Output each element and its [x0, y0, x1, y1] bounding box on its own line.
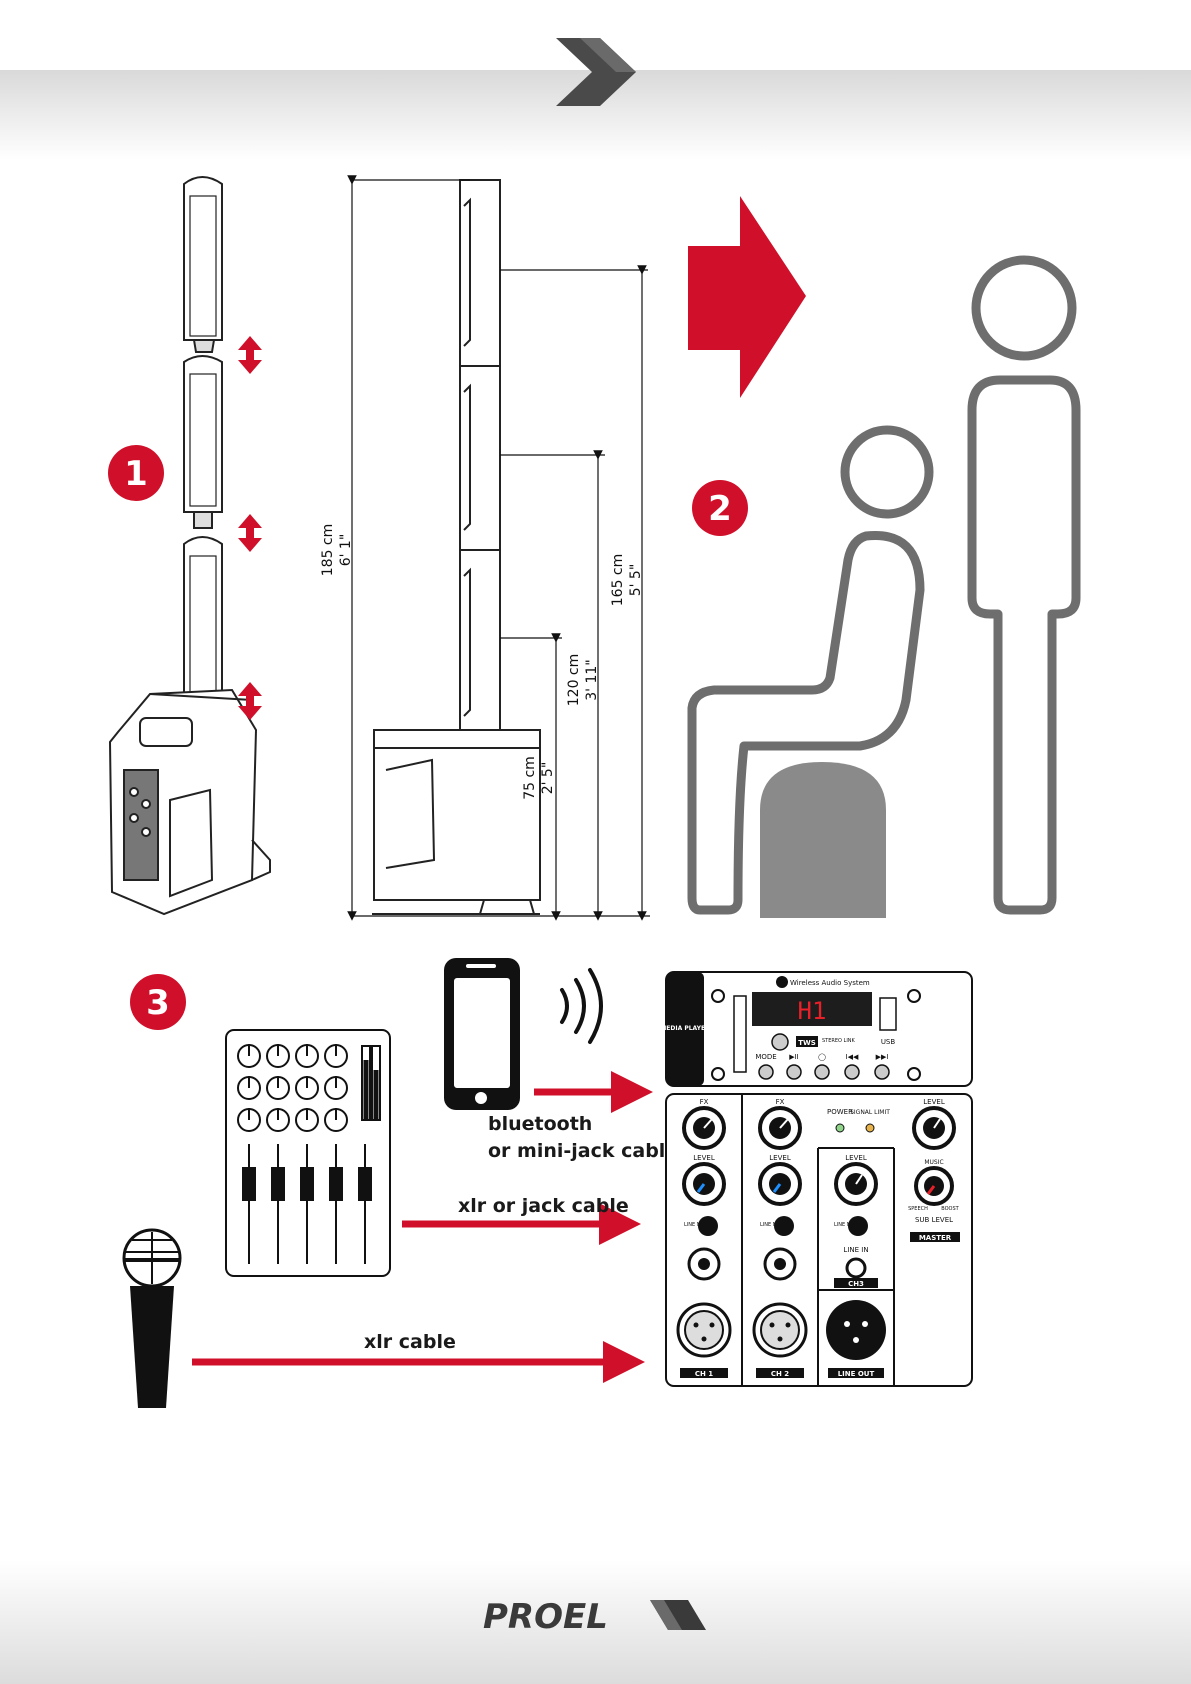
ch2-label: CH 2	[771, 1370, 789, 1378]
svg-text:LEVEL: LEVEL	[693, 1154, 715, 1162]
media-player-panel: MEDIA PLAYER Wireless Audio System H1 US…	[660, 971, 973, 1087]
cable-label-xlr: xlr cable	[364, 1331, 456, 1353]
svg-text:MUSIC: MUSIC	[924, 1159, 943, 1166]
dimension-75: 75 cm 2' 5"	[522, 756, 556, 800]
svg-text:6' 1": 6' 1"	[338, 534, 354, 567]
ch3-strip: POWER SIGNAL LIMIT LEVEL LINE MP3 LINE I…	[826, 1108, 890, 1378]
step-2-badge: 2	[692, 480, 748, 536]
svg-text:165 cm: 165 cm	[610, 554, 626, 607]
power-label: POWER	[827, 1108, 853, 1116]
mode-label: MODE	[755, 1053, 776, 1061]
svg-text:185 cm: 185 cm	[320, 524, 336, 577]
connection-arrows	[192, 1071, 653, 1383]
svg-text:FX: FX	[700, 1098, 709, 1106]
module-name: Wireless Audio System	[790, 979, 870, 987]
ch2-line-mic-switch[interactable]	[774, 1216, 794, 1236]
step-3-badge: 3	[130, 974, 186, 1030]
ch3-line-mp3-switch[interactable]	[848, 1216, 868, 1236]
line-out-xlr[interactable]	[826, 1300, 886, 1360]
prev-button[interactable]	[844, 1064, 860, 1080]
stereo-link-label: STEREO LINK	[822, 1038, 856, 1044]
mixer-console-icon	[225, 1029, 391, 1277]
svg-text:LEVEL: LEVEL	[845, 1154, 867, 1162]
svg-text:2: 2	[708, 489, 732, 529]
usb-label: USB	[881, 1038, 896, 1046]
svg-text:BOOST: BOOST	[941, 1206, 959, 1212]
subwoofer-base	[108, 688, 271, 916]
mode-button[interactable]	[758, 1064, 774, 1080]
signal-led	[865, 1123, 875, 1133]
player-display: H1	[798, 997, 827, 1025]
svg-text:120 cm: 120 cm	[566, 654, 582, 707]
cable-label-xlr-jack: xlr or jack cable	[458, 1195, 629, 1217]
svg-text:SPEECH: SPEECH	[908, 1206, 928, 1212]
svg-text:5' 5": 5' 5"	[628, 564, 644, 597]
svg-text:LINE MP3: LINE MP3	[834, 1222, 857, 1228]
svg-text:bluetooth: bluetooth	[488, 1113, 592, 1135]
ch3-line-in-jack[interactable]	[845, 1257, 867, 1279]
master-label: MASTER	[919, 1234, 952, 1242]
ch1-strip: FX LEVEL LINE MIC CH 1	[676, 1098, 732, 1378]
svg-text:1: 1	[124, 454, 148, 494]
assembled-column	[372, 179, 541, 915]
play-button[interactable]	[786, 1064, 802, 1080]
dimension-165: 165 cm 5' 5"	[610, 554, 644, 607]
tws-label: TWS	[798, 1039, 816, 1047]
svg-text:3' 11": 3' 11"	[584, 659, 600, 700]
wireless-signal-icon	[560, 968, 603, 1044]
column-segment-bottom	[183, 536, 223, 713]
svg-text:xlr or jack cable: xlr or jack cable	[458, 1195, 629, 1217]
seated-person-icon	[687, 425, 934, 915]
media-player-label: MEDIA PLAYER	[660, 1025, 710, 1032]
transport-buttons: MODE ▶II ◯ I◀◀ ▶▶I	[755, 1053, 890, 1080]
svg-text:LINE IN: LINE IN	[843, 1246, 868, 1254]
svg-text:FX: FX	[776, 1098, 785, 1106]
repeat-button[interactable]	[814, 1064, 830, 1080]
play-label: ▶II	[789, 1053, 799, 1061]
prev-label: I◀◀	[846, 1053, 859, 1061]
svg-text:LEVEL: LEVEL	[769, 1154, 791, 1162]
svg-text:3: 3	[146, 983, 170, 1023]
next-label: ▶▶I	[876, 1053, 889, 1061]
logo-text: PROEL	[483, 1597, 608, 1637]
step-1-badge: 1	[108, 445, 164, 501]
standing-person-icon	[967, 255, 1081, 915]
seat-icon	[760, 762, 886, 918]
master-strip: LEVEL MUSIC SPEECH BOOST SUB LEVEL MASTE…	[908, 1098, 960, 1242]
dimension-lines	[347, 175, 650, 921]
svg-text:2' 5": 2' 5"	[540, 762, 556, 795]
column-segment-top	[183, 176, 223, 353]
stacking-arrows	[238, 336, 262, 720]
cable-label-bluetooth: bluetooth or mini-jack cable	[488, 1113, 678, 1162]
microphone-icon	[122, 1228, 182, 1408]
dimension-185: 185 cm 6' 1"	[320, 524, 354, 577]
column-segment-middle	[183, 355, 223, 529]
next-button[interactable]	[874, 1064, 890, 1080]
repeat-label: ◯	[818, 1053, 826, 1061]
smartphone-icon	[444, 958, 520, 1110]
svg-text:xlr cable: xlr cable	[364, 1331, 456, 1353]
dimension-120: 120 cm 3' 11"	[566, 654, 600, 707]
svg-text:75 cm: 75 cm	[522, 756, 538, 800]
ch1-line-mic-switch[interactable]	[698, 1216, 718, 1236]
svg-text:LINE MIC: LINE MIC	[684, 1222, 707, 1228]
sub-level-label: SUB LEVEL	[915, 1216, 953, 1224]
direction-arrow	[688, 196, 806, 398]
power-led	[835, 1123, 845, 1133]
svg-text:LEVEL: LEVEL	[923, 1098, 945, 1106]
footer-band	[0, 1560, 1191, 1684]
tws-button[interactable]	[771, 1033, 789, 1051]
header-chevron-icon	[556, 38, 636, 106]
ch3-label: CH3	[848, 1280, 864, 1288]
ch1-label: CH 1	[695, 1370, 713, 1378]
ch2-strip: FX LEVEL LINE MIC CH 2	[752, 1098, 808, 1378]
svg-text:or mini-jack cable: or mini-jack cable	[488, 1140, 678, 1162]
svg-text:LINE MIC: LINE MIC	[760, 1222, 783, 1228]
line-out-label: LINE OUT	[838, 1370, 875, 1378]
signal-limit-label: SIGNAL LIMIT	[850, 1109, 890, 1116]
mixer-panel: FX LEVEL LINE MIC CH 1 FX LEVEL	[665, 1093, 973, 1387]
proel-logo: PROEL	[483, 1597, 706, 1637]
